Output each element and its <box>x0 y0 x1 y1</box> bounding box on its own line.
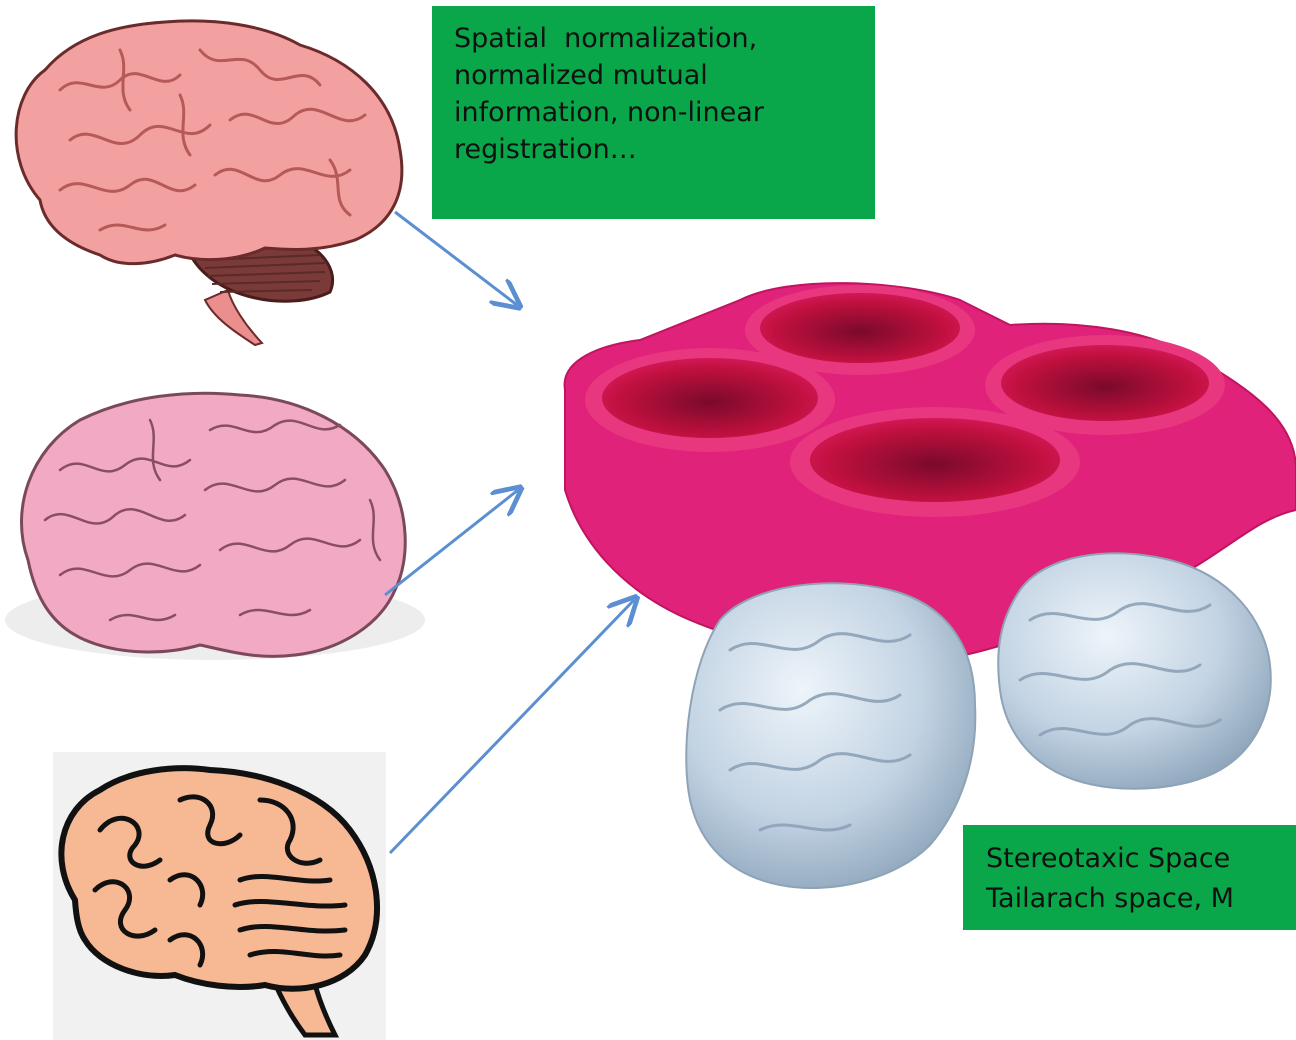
space-label-line-2: Tailarach space, M <box>986 879 1296 919</box>
arrow-bottom <box>390 600 634 853</box>
space-label-line-1: Stereotaxic Space <box>986 839 1296 879</box>
method-label-line-3: information, non-linear <box>454 94 855 131</box>
arrow-top <box>395 212 517 305</box>
method-label-line-1: Spatial normalization, <box>454 20 855 57</box>
cartoon-brain-illustration <box>53 752 386 1040</box>
pink-brain-illustration <box>5 393 425 660</box>
space-label-box: Stereotaxic Space Tailarach space, M <box>963 825 1296 930</box>
method-label-line-4: registration… <box>454 131 855 168</box>
realistic-brain-illustration <box>16 21 402 345</box>
method-label-line-2: normalized mutual <box>454 57 855 94</box>
method-label-box: Spatial normalization, normalized mutual… <box>432 6 875 219</box>
